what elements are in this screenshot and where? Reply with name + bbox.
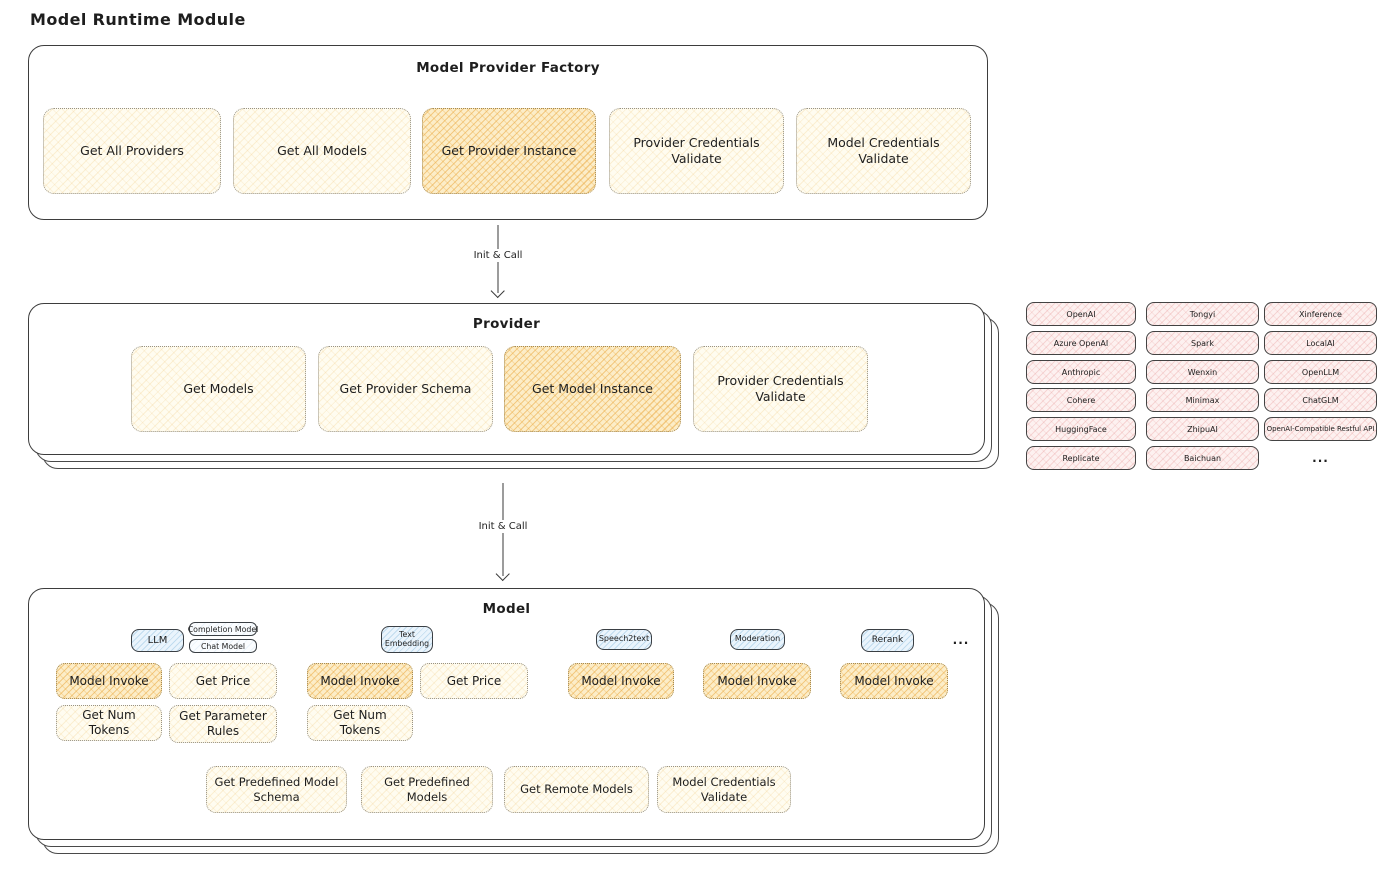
model-panel-title: Model [482,601,531,617]
providers-grid: OpenAI Tongyi Xinference Azure OpenAI Sp… [1026,302,1378,472]
get-predefined-model-schema-box: Get Predefined Model Schema [206,766,347,813]
provider-chip-tongyi: Tongyi [1146,302,1259,326]
provider-chip-spark: Spark [1146,331,1259,355]
init-call-arrow-1: Init & Call [437,225,559,299]
init-call-label-1: Init & Call [468,249,528,262]
provider-chip-cohere: Cohere [1026,388,1136,412]
get-predefined-models-box: Get Predefined Models [361,766,493,813]
factory-get-all-providers-box: Get All Providers [43,108,221,194]
model-panel: Model LLM Completion Model Chat Model Te… [28,588,985,840]
embedding-get-price-box: Get Price [420,663,528,699]
page-title: Model Runtime Module [30,10,246,29]
llm-get-price-box: Get Price [169,663,277,699]
provider-chip-xinference: Xinference [1264,302,1377,326]
get-remote-models-box: Get Remote Models [504,766,649,813]
provider-credentials-validate-box: Provider Credentials Validate [693,346,868,432]
tag-speech2text: Speech2text [596,629,652,650]
init-call-arrow-2: Init & Call [442,483,564,582]
tag-llm: LLM [131,629,184,652]
moderation-model-invoke-box: Model Invoke [703,663,811,699]
provider-chip-localai: LocalAI [1264,331,1377,355]
provider-panel-title: Provider [472,316,541,332]
rerank-model-invoke-box: Model Invoke [840,663,948,699]
llm-get-parameter-rules-box: Get Parameter Rules [169,705,277,743]
provider-get-model-instance-box: Get Model Instance [504,346,681,432]
provider-chip-chatglm: ChatGLM [1264,388,1377,412]
provider-chip-openai-compatible: OpenAI-Compatible Restful API [1264,417,1377,441]
provider-panel: Provider Get Models Get Provider Schema … [28,303,985,455]
provider-chip-azure-openai: Azure OpenAI [1026,331,1136,355]
provider-get-provider-schema-box: Get Provider Schema [318,346,493,432]
providers-more-ellipsis: ... [1312,451,1329,465]
tag-chat-model: Chat Model [189,639,257,653]
init-call-label-2: Init & Call [473,520,533,533]
provider-chip-huggingface: HuggingFace [1026,417,1136,441]
provider-chip-minimax: Minimax [1146,388,1259,412]
speech2text-model-invoke-box: Model Invoke [568,663,674,699]
provider-chip-replicate: Replicate [1026,446,1136,470]
provider-get-models-box: Get Models [131,346,306,432]
llm-model-invoke-box: Model Invoke [56,663,162,699]
embedding-get-num-tokens-box: Get Num Tokens [307,705,413,741]
arrow-head-icon [490,283,505,299]
provider-chip-zhipuai: ZhipuAI [1146,417,1259,441]
llm-get-num-tokens-box: Get Num Tokens [56,705,162,741]
tag-moderation: Moderation [730,629,785,650]
provider-chip-baichuan: Baichuan [1146,446,1259,470]
arrow-head-icon [495,566,510,582]
tag-rerank: Rerank [861,629,914,652]
embedding-model-invoke-box: Model Invoke [307,663,413,699]
tag-completion-model: Completion Model [188,622,258,636]
provider-chip-anthropic: Anthropic [1026,360,1136,384]
factory-panel-title: Model Provider Factory [416,60,600,76]
tags-more-ellipsis: ... [952,632,970,647]
factory-get-provider-instance-box: Get Provider Instance [422,108,596,194]
model-credentials-validate-box: Model Credentials Validate [657,766,791,813]
provider-chip-openai: OpenAI [1026,302,1136,326]
factory-panel: Model Provider Factory Get All Providers… [28,45,988,220]
factory-provider-credentials-validate-box: Provider Credentials Validate [609,108,784,194]
factory-get-all-models-box: Get All Models [233,108,411,194]
provider-chip-wenxin: Wenxin [1146,360,1259,384]
provider-chip-openllm: OpenLLM [1264,360,1377,384]
tag-text-embedding: Text Embedding [381,626,433,653]
factory-model-credentials-validate-box: Model Credentials Validate [796,108,971,194]
